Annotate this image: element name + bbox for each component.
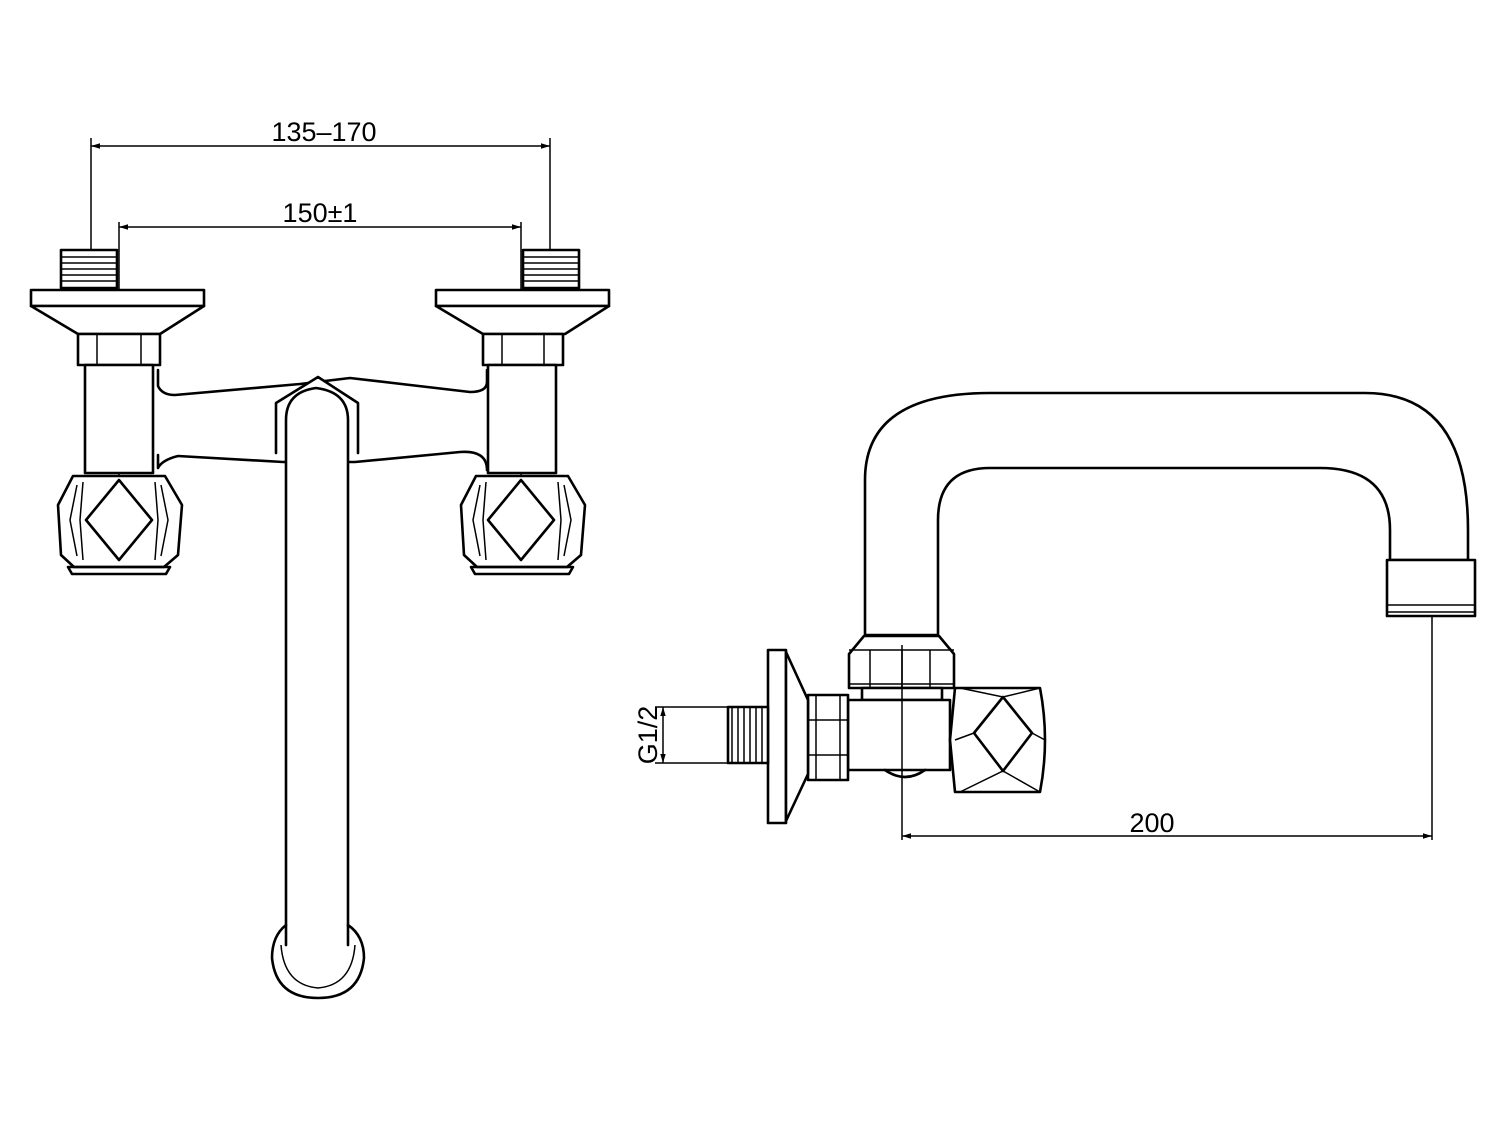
dim-thread-label: G1/2	[633, 706, 663, 765]
dimension-reach: 200	[902, 808, 1432, 839]
right-valve	[434, 248, 611, 576]
dimension-outer-spacing: 135–170	[90, 117, 551, 318]
dim-reach-label: 200	[1129, 808, 1174, 838]
dimension-thread: G1/2	[633, 706, 728, 765]
dim-inner-label: 150±1	[283, 198, 358, 228]
spout-side	[863, 391, 1470, 637]
side-handle	[948, 686, 1047, 794]
spout-front	[270, 375, 366, 1000]
left-valve	[29, 248, 206, 576]
dim-outer-label: 135–170	[271, 117, 376, 147]
side-view: G1/2 200	[633, 391, 1477, 840]
dimension-center-spacing: 150±1	[118, 198, 522, 488]
wall-connector	[766, 648, 850, 825]
front-view: 135–170 150±1	[29, 117, 611, 1000]
aerator	[1385, 558, 1477, 840]
thread-stub	[726, 705, 770, 765]
